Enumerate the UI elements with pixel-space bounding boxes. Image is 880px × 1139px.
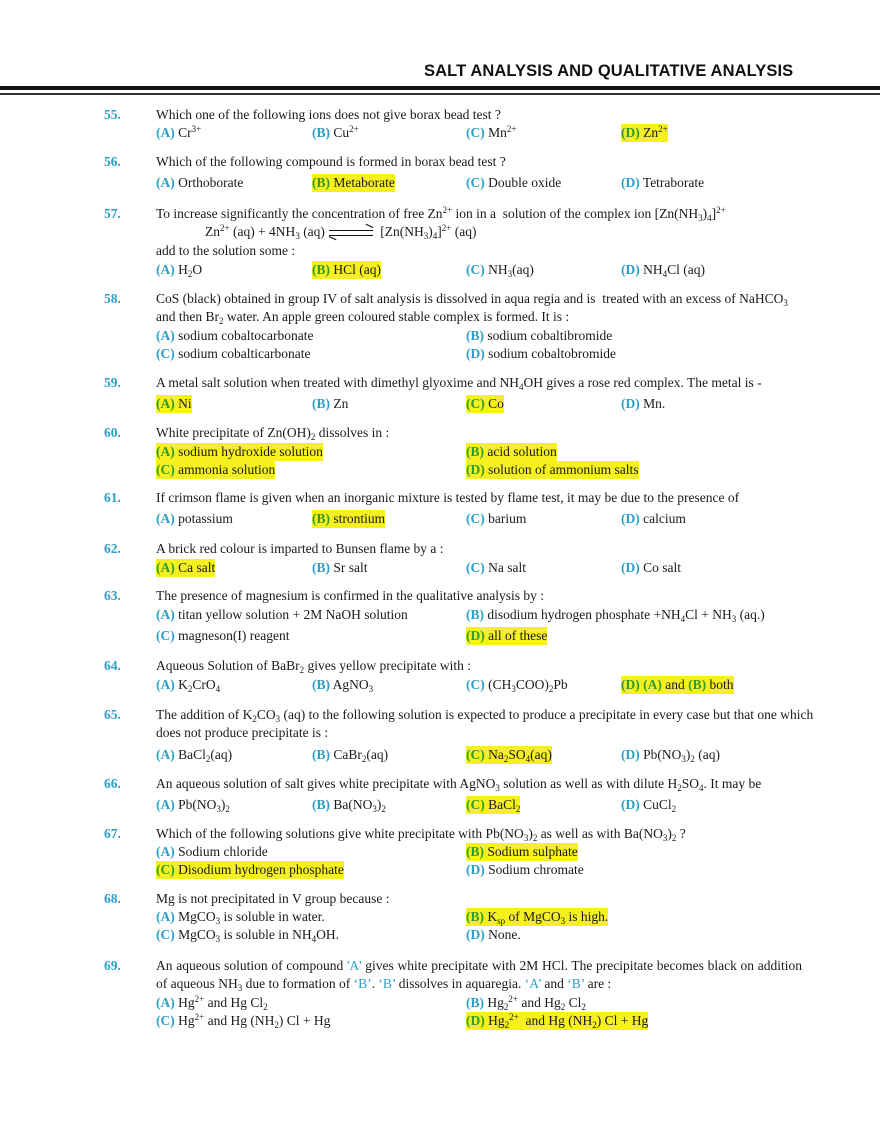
option-d[interactable]: (D) Pb(NO3)2 (aq) — [621, 747, 720, 764]
question-number: 59. — [104, 375, 121, 390]
option-b-answer[interactable]: (B) HCl (aq) — [312, 261, 381, 279]
option-a[interactable]: (A) Pb(NO3)2 — [156, 797, 230, 814]
option-a-answer[interactable]: (A) sodium hydroxide solution — [156, 443, 323, 461]
question-text: An aqueous solution of compound 'A' give… — [156, 958, 803, 993]
option-b-answer[interactable]: (B) Ksp of MgCO3 is high. — [466, 908, 609, 926]
question-text: Which of the following compound is forme… — [156, 154, 506, 169]
question-number: 67. — [104, 826, 121, 841]
option-d[interactable]: (D) NH4Cl (aq) — [621, 262, 705, 279]
option-b-answer[interactable]: (B) acid solution — [466, 443, 557, 461]
option-a[interactable]: (A) MgCO3 is soluble in water. — [156, 909, 325, 926]
option-b[interactable]: (B) CaBr2(aq) — [312, 747, 389, 764]
option-c-answer[interactable]: (C) Na2SO4(aq) — [466, 746, 552, 764]
question-text: If crimson flame is given when an inorga… — [156, 490, 740, 505]
question-number: 62. — [104, 541, 121, 556]
option-a[interactable]: (A) titan yellow solution + 2M NaOH solu… — [156, 607, 408, 622]
option-d[interactable]: (D) CuCl2 — [621, 797, 677, 814]
option-d[interactable]: (D) sodium cobaltobromide — [466, 346, 616, 361]
equilibrium-arrow-icon — [328, 223, 374, 241]
option-a-answer[interactable]: (A) Ca salt — [156, 559, 216, 577]
option-a[interactable]: (A) Sodium chloride — [156, 844, 268, 859]
option-a[interactable]: (A) Hg2+ and Hg Cl2 — [156, 994, 268, 1012]
question-text: CoS (black) obtained in group IV of salt… — [156, 291, 788, 326]
option-b[interactable]: (B) Zn — [312, 396, 349, 411]
option-c[interactable]: (C) Na salt — [466, 560, 526, 575]
option-d[interactable]: (D) calcium — [621, 511, 686, 526]
question-number: 56. — [104, 154, 121, 169]
question-number: 58. — [104, 291, 121, 306]
option-a[interactable]: (A) BaCl2(aq) — [156, 747, 233, 764]
option-c-answer[interactable]: (C) Co — [466, 395, 504, 413]
question-number: 68. — [104, 891, 121, 906]
option-b[interactable]: (B) Sr salt — [312, 560, 368, 575]
option-a[interactable]: (A) sodium cobaltocarbonate — [156, 328, 314, 343]
option-c[interactable]: (C) NH3(aq) — [466, 262, 534, 279]
option-c[interactable]: (C) Hg2+ and Hg (NH2) Cl + Hg — [156, 1012, 331, 1030]
question-text: A brick red colour is imparted to Bunsen… — [156, 541, 444, 556]
option-d[interactable]: (D) Sodium chromate — [466, 862, 584, 877]
option-d-answer[interactable]: (D) Zn2+ — [621, 124, 668, 142]
option-c-answer[interactable]: (C) Disodium hydrogen phosphate — [156, 861, 344, 879]
option-b-answer[interactable]: (B) strontium — [312, 510, 386, 528]
option-c[interactable]: (C) magneson(I) reagent — [156, 628, 290, 643]
option-d[interactable]: (D) None. — [466, 927, 521, 942]
option-c-answer[interactable]: (C) BaCl2 — [466, 796, 521, 814]
option-a-answer[interactable]: (A) Ni — [156, 395, 192, 413]
option-d-answer[interactable]: (D) all of these — [466, 627, 548, 645]
equilibrium-equation: Zn2+ (aq) + 4NH3 (aq) [Zn(NH3)4]2+ (aq) — [205, 223, 477, 241]
option-b[interactable]: (B) Cu2+ — [312, 124, 359, 141]
question-text: The addition of K2CO3 (aq) to the follow… — [156, 707, 814, 740]
question-text: The presence of magnesium is confirmed i… — [156, 588, 545, 603]
header-rule-thick — [0, 86, 880, 90]
option-d-answer[interactable]: (D) Hg22+ and Hg (NH2) Cl + Hg — [466, 1012, 649, 1030]
option-c[interactable]: (C) sodium cobalticarbonate — [156, 346, 311, 361]
question-text: Mg is not precipitated in V group becaus… — [156, 891, 390, 906]
question-text: White precipitate of Zn(OH)2 dissolves i… — [156, 425, 390, 442]
option-c[interactable]: (C) Double oxide — [466, 175, 562, 190]
option-c[interactable]: (C) MgCO3 is soluble in NH4OH. — [156, 927, 340, 944]
question-number: 63. — [104, 588, 121, 603]
option-a[interactable]: (A) potassium — [156, 511, 233, 526]
option-c[interactable]: (C) (CH3COO)2Pb — [466, 677, 568, 694]
question-number: 64. — [104, 658, 121, 673]
header-rule-thin — [0, 93, 880, 95]
option-a[interactable]: (A) K2CrO4 — [156, 677, 221, 694]
option-b[interactable]: (B) disodium hydrogen phosphate +NH4Cl +… — [466, 607, 765, 624]
option-b[interactable]: (B) AgNO3 — [312, 677, 374, 694]
question-text: To increase significantly the concentrat… — [156, 205, 726, 223]
option-b[interactable]: (B) Ba(NO3)2 — [312, 797, 386, 814]
option-a[interactable]: (A) Orthoborate — [156, 175, 244, 190]
option-c[interactable]: (C) barium — [466, 511, 527, 526]
question-number: 65. — [104, 707, 121, 722]
question-text-continued: add to the solution some : — [156, 243, 296, 258]
question-text: Which one of the following ions does not… — [156, 107, 501, 122]
option-d[interactable]: (D) Co salt — [621, 560, 682, 575]
option-a[interactable]: (A) Cr3+ — [156, 124, 202, 141]
question-number: 55. — [104, 107, 121, 122]
question-text: Which of the following solutions give wh… — [156, 826, 686, 843]
question-text: Aqueous Solution of BaBr2 gives yellow p… — [156, 658, 471, 675]
option-d[interactable]: (D) Tetraborate — [621, 175, 705, 190]
option-a[interactable]: (A) H2O — [156, 262, 203, 279]
question-number: 60. — [104, 425, 121, 440]
option-c[interactable]: (C) Mn2+ — [466, 124, 517, 141]
option-c-answer[interactable]: (C) ammonia solution — [156, 461, 276, 479]
question-number: 69. — [104, 958, 121, 973]
option-b-answer[interactable]: (B) Metaborate — [312, 174, 395, 192]
question-number: 66. — [104, 776, 121, 791]
question-text: An aqueous solution of salt gives white … — [156, 776, 762, 793]
option-b[interactable]: (B) Hg22+ and Hg2 Cl2 — [466, 994, 586, 1012]
question-number: 61. — [104, 490, 121, 505]
chapter-title: SALT ANALYSIS AND QUALITATIVE ANALYSIS — [424, 62, 794, 80]
question-number: 57. — [104, 206, 121, 221]
option-d-answer[interactable]: (D) (A) and (B) both — [621, 676, 734, 694]
option-d-answer[interactable]: (D) solution of ammonium salts — [466, 461, 639, 479]
option-b[interactable]: (B) sodium cobaltibromide — [466, 328, 613, 343]
question-text: A metal salt solution when treated with … — [156, 375, 762, 392]
option-b-answer[interactable]: (B) Sodium sulphate — [466, 843, 578, 861]
option-d[interactable]: (D) Mn. — [621, 396, 666, 411]
